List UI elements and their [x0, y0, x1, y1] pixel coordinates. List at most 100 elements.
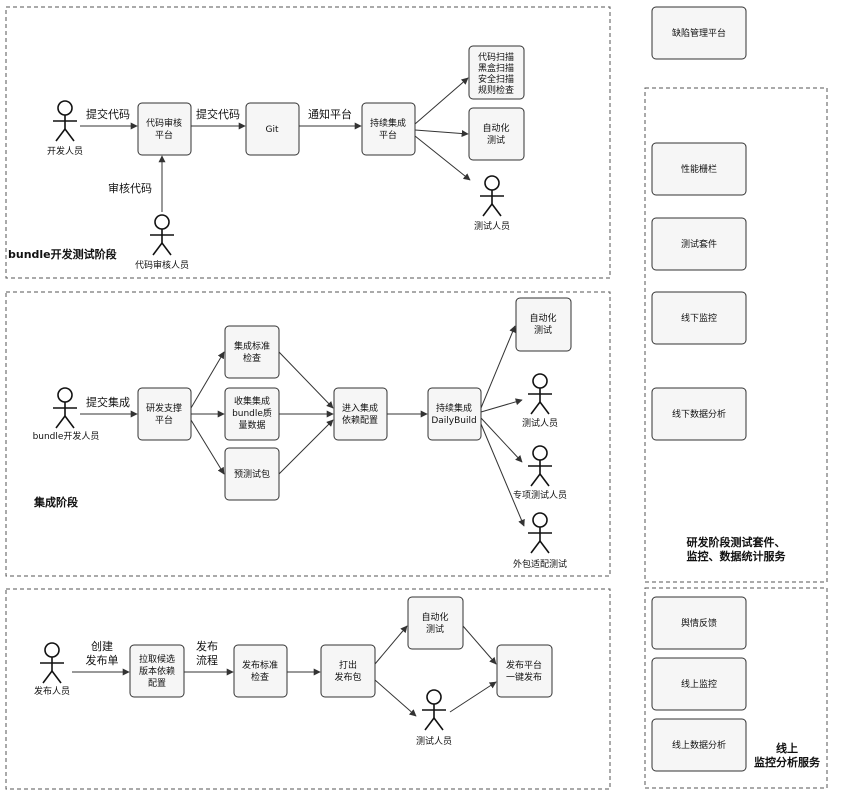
one-click-release-box[interactable] — [496, 644, 553, 698]
defect-platform-box[interactable] — [651, 6, 747, 60]
pull-candidate-box[interactable] — [129, 644, 185, 698]
stage-integration-label: 集成阶段 — [33, 495, 78, 509]
online-service-label-2: 监控分析服务 — [754, 755, 821, 769]
git-box[interactable] — [245, 102, 300, 156]
sentiment-label: 舆情反馈 — [681, 617, 717, 629]
publisher-label: 发布人员 — [34, 685, 70, 697]
rel-auto-test-box[interactable] — [407, 596, 464, 650]
dev-auto-test-label-1: 自动化 — [482, 122, 509, 134]
dailybuild-box[interactable] — [427, 387, 482, 441]
test-suite-box[interactable] — [651, 217, 747, 271]
edge-tester-to-release — [449, 681, 497, 713]
scan-label-1: 代码扫描 — [478, 51, 514, 63]
edge-build-to-autotest — [374, 625, 408, 665]
enter-integration-box[interactable] — [333, 387, 388, 441]
dev-service-label-1: 研发阶段测试套件、 — [687, 535, 786, 549]
online-monitor-box[interactable] — [651, 657, 747, 711]
special-tester-person-icon — [528, 445, 552, 487]
outsource-tester-person-icon — [528, 512, 552, 554]
reviewer-label: 代码审核人员 — [135, 259, 189, 271]
git-label: Git — [265, 125, 278, 135]
dev-service-label-2: 监控、数据统计服务 — [687, 549, 787, 563]
offline-analysis-label: 线下数据分析 — [672, 408, 726, 420]
scan-label-3: 安全扫描 — [478, 73, 514, 85]
review-platform-label-2: 平台 — [155, 129, 173, 141]
publisher-person-icon — [40, 642, 64, 684]
release-check-box[interactable] — [233, 644, 288, 698]
edge-build-to-tester — [374, 679, 417, 717]
online-analysis-box[interactable] — [651, 718, 747, 772]
int-auto-test-label-1: 自动化 — [529, 312, 556, 324]
stage-integration-container — [5, 291, 611, 577]
online-service-container — [644, 587, 828, 789]
test-suite-label: 测试套件 — [681, 238, 717, 250]
dev-tester-label: 测试人员 — [474, 220, 510, 232]
scan-label-4: 规则检查 — [478, 84, 514, 96]
scan-box[interactable] — [468, 45, 525, 100]
edge-release-flow-label-2: 流程 — [196, 653, 218, 667]
online-service-label-1: 线上 — [776, 741, 798, 755]
int-auto-test-box[interactable] — [515, 297, 572, 352]
edge-check-to-enter — [278, 351, 334, 409]
edge-support-to-pretest — [190, 419, 225, 475]
release-check-label-2: 检查 — [251, 671, 269, 683]
edge-review-code-label: 审核代码 — [108, 181, 152, 195]
review-platform-label-1: 代码审核 — [146, 117, 182, 129]
offline-monitor-box[interactable] — [651, 291, 747, 345]
pretest-pkg-label: 预测试包 — [234, 468, 270, 480]
int-tester-person-icon — [528, 373, 552, 415]
dailybuild-label-2: DailyBuild — [431, 416, 476, 426]
ci-platform-label-1: 持续集成 — [370, 117, 406, 129]
edge-dailybuild-to-autotest — [480, 325, 516, 409]
outsource-tester-label: 外包适配测试 — [513, 558, 567, 570]
support-platform-label-2: 平台 — [155, 414, 173, 426]
ci-platform-label-2: 平台 — [379, 129, 397, 141]
pull-candidate-label-1: 拉取候选 — [139, 653, 175, 665]
support-platform-box[interactable] — [137, 387, 192, 441]
check-standard-box[interactable] — [224, 325, 280, 379]
edge-git-to-ci-label: 通知平台 — [308, 107, 352, 121]
special-tester-label: 专项测试人员 — [513, 489, 567, 501]
reviewer-person-icon — [150, 214, 174, 256]
edge-create-release-label-2: 发布单 — [86, 653, 119, 667]
edge-submit-integration-label: 提交集成 — [86, 395, 130, 409]
edge-create-release-label-1: 创建 — [91, 639, 113, 653]
rel-auto-test-label-2: 测试 — [426, 623, 444, 635]
offline-analysis-box[interactable] — [651, 387, 747, 441]
enter-integration-label-2: 依赖配置 — [342, 414, 378, 426]
one-click-release-label-1: 发布平台 — [506, 659, 542, 671]
defect-platform-label: 缺陷管理平台 — [672, 27, 726, 39]
check-standard-label-1: 集成标准 — [234, 340, 270, 352]
sentiment-box[interactable] — [651, 596, 747, 650]
stage-release-container — [5, 588, 611, 790]
edge-dailybuild-to-tester — [480, 398, 523, 413]
collect-quality-label-1: 收集集成 — [234, 395, 270, 407]
bundle-developer-label: bundle开发人员 — [33, 430, 100, 442]
perf-fence-box[interactable] — [651, 142, 747, 196]
edge-support-to-check — [190, 351, 225, 409]
edge-ci-to-tester — [414, 135, 471, 181]
review-platform-box[interactable] — [137, 102, 192, 156]
rel-tester-label: 测试人员 — [416, 735, 452, 747]
dev-auto-test-label-2: 测试 — [487, 134, 505, 146]
edge-autotest-to-release — [462, 625, 497, 665]
build-pkg-box[interactable] — [320, 644, 376, 698]
support-platform-label-1: 研发支撑 — [146, 402, 182, 414]
edge-release-flow-label-1: 发布 — [196, 639, 218, 653]
online-monitor-label: 线上监控 — [681, 678, 717, 690]
edge-dailybuild-to-special — [480, 417, 523, 463]
build-pkg-label-1: 打出 — [339, 659, 357, 671]
scan-label-2: 黑盒扫描 — [478, 62, 514, 74]
build-pkg-label-2: 发布包 — [334, 671, 361, 683]
edge-dev-submit-label: 提交代码 — [86, 107, 130, 121]
edge-ci-to-scan — [414, 77, 469, 125]
developer-person-icon — [53, 100, 77, 142]
ci-platform-box[interactable] — [361, 102, 416, 156]
pull-candidate-label-3: 配置 — [148, 678, 166, 689]
collect-quality-label-3: 量数据 — [238, 419, 265, 431]
dev-auto-test-box[interactable] — [468, 107, 525, 161]
stage-dev-label: bundle开发测试阶段 — [8, 247, 117, 261]
edge-review-to-git-label: 提交代码 — [196, 107, 240, 121]
edge-dailybuild-to-outsource — [480, 423, 525, 527]
collect-quality-label-2: bundle质 — [232, 407, 272, 419]
